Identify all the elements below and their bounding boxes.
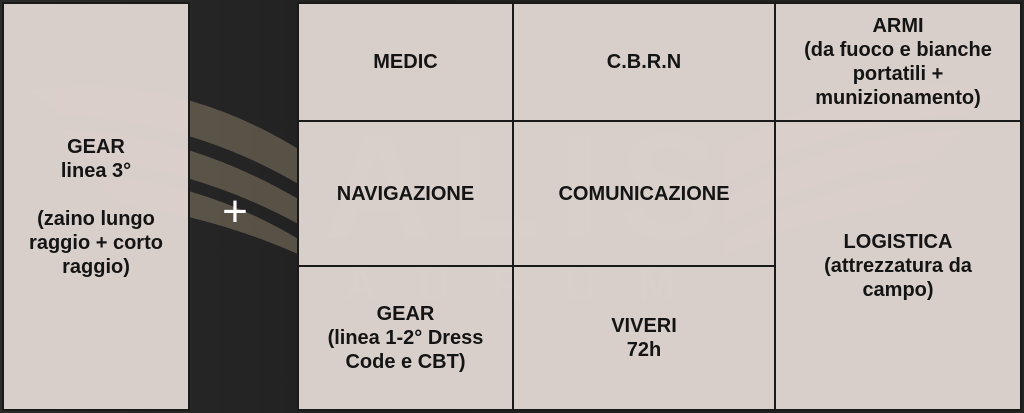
cell-armi: ARMI (da fuoco e bianche portatili + mun… (774, 2, 1022, 122)
cell-medic: MEDIC (297, 2, 514, 122)
cell-gear-dress-label: GEAR (linea 1-2° Dress Code e CBT) (327, 303, 484, 373)
cell-navigazione: NAVIGAZIONE (297, 120, 514, 267)
plus-connector: + (222, 187, 248, 236)
cell-navigazione-label: NAVIGAZIONE (336, 182, 475, 205)
cell-viveri: VIVERI 72h (512, 265, 776, 411)
gear-line3-label: GEAR linea 3° (zaino lungo raggio + cort… (29, 135, 163, 278)
cell-viveri-label: VIVERI 72h (611, 315, 677, 361)
cell-armi-label: ARMI (da fuoco e bianche portatili + mun… (804, 15, 992, 109)
cell-cbrn: C.B.R.N (512, 2, 776, 122)
cell-cbrn-label: C.B.R.N (606, 51, 682, 73)
cell-logistica: LOGISTICA (attrezzatura da campo) (774, 120, 1022, 411)
gear-line3-box: GEAR linea 3° (zaino lungo raggio + cort… (2, 2, 190, 411)
cell-medic-label: MEDIC (373, 51, 438, 73)
cell-comunicazione: COMUNICAZIONE (512, 120, 776, 267)
cell-logistica-label: LOGISTICA (attrezzatura da campo) (824, 230, 972, 301)
cell-comunicazione-label: COMUNICAZIONE (558, 182, 730, 205)
cell-gear-dress: GEAR (linea 1-2° Dress Code e CBT) (297, 265, 514, 411)
